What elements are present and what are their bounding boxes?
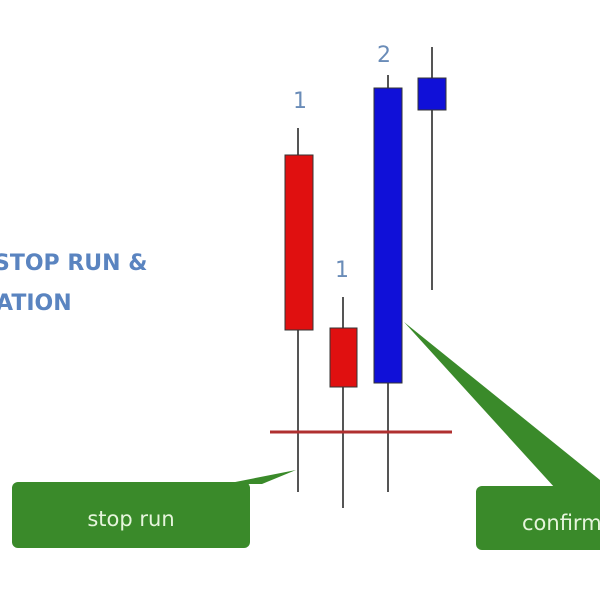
candle-3 — [373, 75, 403, 492]
title-line-2: ATION — [0, 291, 72, 316]
candle-1-label: 1 — [293, 89, 307, 114]
candle-1 — [284, 128, 314, 492]
stop-run-text: stop run — [87, 507, 174, 531]
candle-2-label: 1 — [335, 258, 349, 283]
candle-1-body — [284, 154, 314, 331]
confirm-box — [476, 486, 600, 550]
confirm-callout: confirm — [404, 322, 600, 550]
candle-3-body — [373, 87, 403, 384]
candle-3-label: 2 — [377, 43, 391, 68]
candle-2 — [329, 297, 358, 508]
confirm-pointer — [404, 322, 600, 488]
stop-run-callout: stop run — [12, 470, 296, 548]
candle-2-body — [329, 327, 358, 388]
title-line-1: STOP RUN & — [0, 251, 147, 276]
stop-run-pointer — [225, 470, 296, 484]
stop-run-box — [12, 482, 250, 548]
confirm-text: confirm — [522, 511, 600, 535]
candle-4 — [417, 47, 447, 290]
candle-4-body — [417, 77, 447, 111]
